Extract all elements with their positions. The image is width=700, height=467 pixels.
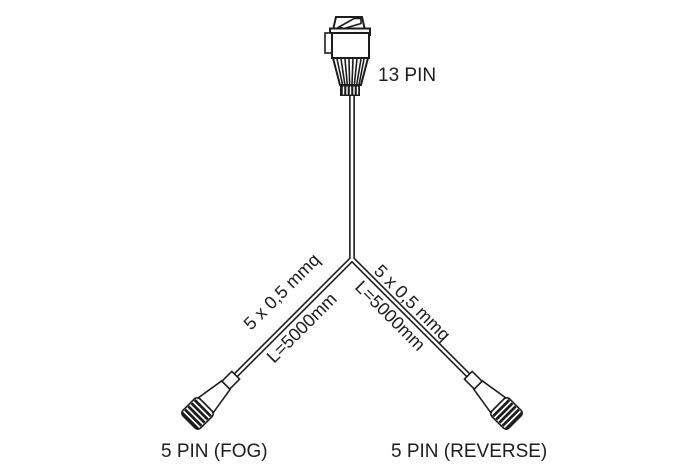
connector-5pin-fog-cap-ribs (180, 399, 212, 431)
connector-13pin (324, 16, 371, 96)
cable-right-branch-core (350, 96, 470, 377)
connector-13pin-body (331, 32, 370, 59)
connector-13pin-taper-ribs (336, 58, 365, 85)
label-5pin-fog: 5 PIN (FOG) (161, 441, 268, 462)
connector-5pin-reverse-cap-ribs (492, 399, 524, 431)
label-5pin-reverse: 5 PIN (REVERSE) (391, 441, 547, 462)
connector-13pin-collar-slits (342, 86, 359, 95)
label-13pin: 13 PIN (378, 65, 436, 86)
connector-5pin-reverse (463, 370, 524, 431)
connector-13pin-side-tab (324, 32, 333, 54)
connector-5pin-fog (180, 370, 241, 431)
cable-y (233, 96, 471, 378)
